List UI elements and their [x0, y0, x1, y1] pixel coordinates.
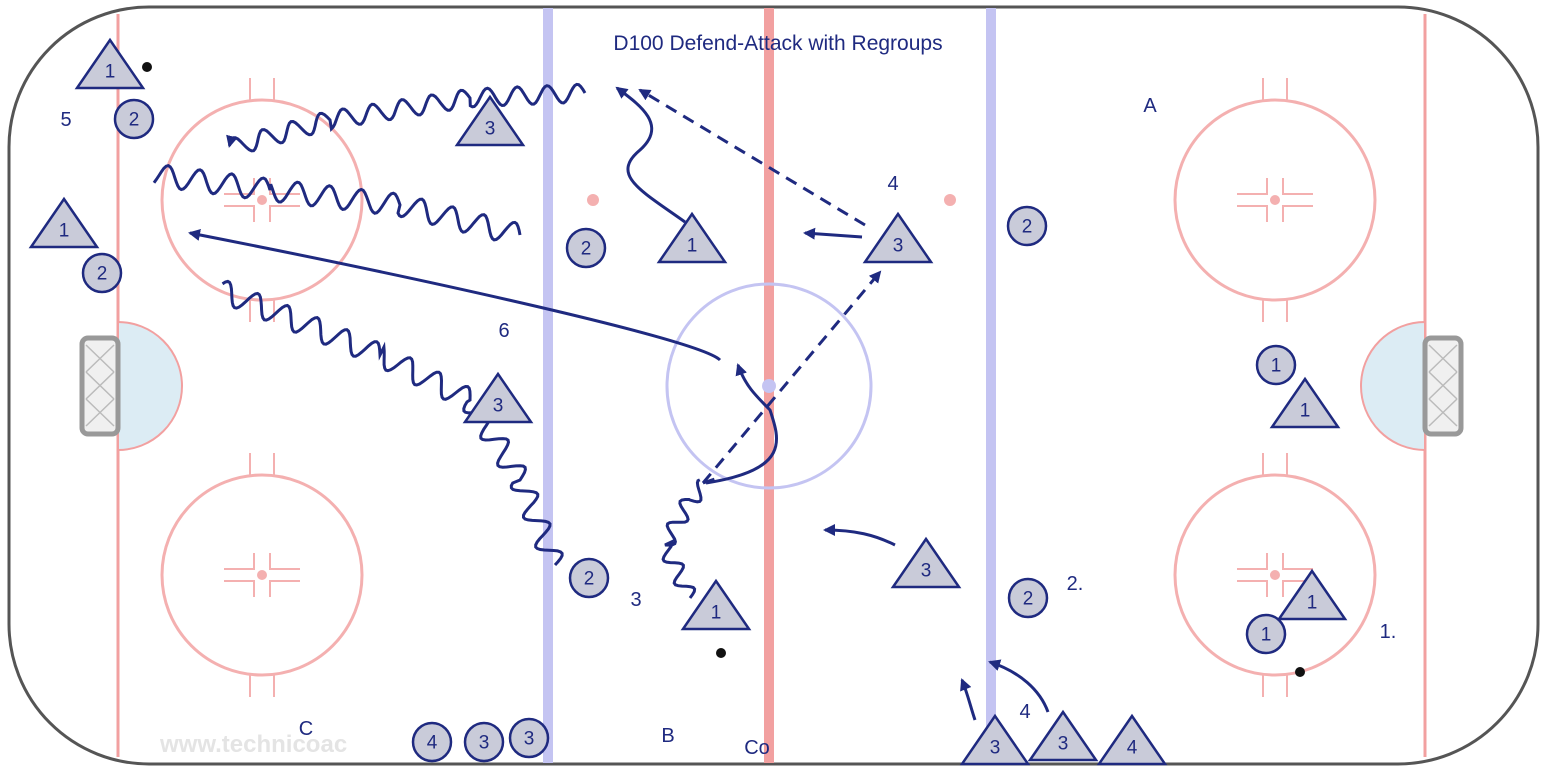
- step-number: 6: [498, 320, 509, 342]
- zone-label-co: Co: [744, 737, 770, 759]
- forward-marker: 1: [656, 211, 728, 264]
- puck: [1295, 667, 1305, 677]
- skate-arrow: [615, 86, 686, 224]
- forward-number: 3: [493, 396, 504, 417]
- blue-line-left: [543, 8, 553, 763]
- defense-number: 1: [1261, 625, 1272, 646]
- forward-marker: 3: [454, 94, 526, 147]
- forward-marker: 3: [462, 371, 534, 424]
- skate-arrow: [188, 229, 722, 362]
- skate-arrow: [803, 227, 863, 240]
- forward-number: 1: [711, 603, 722, 624]
- pass-arrow: [638, 88, 866, 227]
- faceoff-circle: [160, 453, 364, 697]
- center-dot: [762, 379, 776, 393]
- forward-marker: 1: [28, 196, 100, 249]
- skate-arrow: [823, 524, 896, 547]
- skate-arrow: [705, 363, 778, 485]
- forward-marker: 1: [1276, 568, 1348, 621]
- forward-marker: 3: [890, 536, 962, 589]
- defense-number: 1: [1271, 356, 1282, 377]
- defense-number: 2: [129, 110, 140, 131]
- puck-carry-path: [221, 279, 564, 567]
- defense-number: 3: [524, 729, 535, 750]
- step-number: 5: [60, 109, 71, 131]
- faceoff-circles: [160, 78, 1377, 697]
- defense-number: 2: [1023, 589, 1034, 610]
- puck-carry-lines: [152, 82, 703, 599]
- puck-carry-path: [226, 82, 587, 153]
- neutral-dot: [944, 194, 956, 206]
- defense-marker: 3: [463, 721, 505, 763]
- pass-lines: [638, 88, 882, 485]
- skate-arrow: [960, 678, 977, 721]
- defense-number: 2: [581, 239, 592, 260]
- defense-marker: 1: [1245, 613, 1287, 655]
- puck: [716, 648, 726, 658]
- forward-number: 3: [990, 738, 1001, 759]
- forward-marker: 1: [680, 578, 752, 631]
- goal-crease-right: [1360, 320, 1426, 452]
- net-left: [79, 335, 121, 437]
- forward-number: 4: [1127, 738, 1138, 759]
- faceoff-circle: [1173, 78, 1377, 322]
- skate-lines: [188, 86, 1050, 721]
- forward-number: 3: [485, 119, 496, 140]
- goal-crease-left: [117, 320, 183, 452]
- pass-arrow: [701, 270, 882, 484]
- step-number: 4: [1019, 701, 1030, 723]
- defense-marker: 4: [411, 721, 453, 763]
- puck-carry-path: [152, 163, 522, 242]
- defense-number: 2: [1022, 217, 1033, 238]
- forward-number: 1: [687, 236, 698, 257]
- defense-marker: 2: [81, 252, 123, 294]
- skate-arrow: [988, 659, 1050, 713]
- forward-marker: 3: [959, 713, 1031, 766]
- neutral-dot: [587, 194, 599, 206]
- defense-marker: 3: [508, 717, 550, 759]
- zone-label-b: B: [661, 725, 674, 747]
- pass-arrow: [702, 476, 719, 485]
- defense-number: 4: [427, 733, 438, 754]
- defense-marker: 2: [1006, 205, 1048, 247]
- defense-marker: 1: [1255, 344, 1297, 386]
- net-right: [1422, 335, 1464, 437]
- defense-marker: 2: [568, 557, 610, 599]
- forward-marker: 1: [1269, 376, 1341, 429]
- step-number: 2.: [1067, 573, 1084, 595]
- forward-number: 3: [1058, 734, 1069, 755]
- forward-marker: 1: [74, 37, 146, 90]
- diagram-title: D100 Defend-Attack with Regroups: [613, 32, 942, 55]
- step-number: 3: [630, 589, 641, 611]
- puck-carry-path: [661, 478, 703, 599]
- zone-label-c: C: [299, 718, 313, 740]
- forward-marker: 4: [1096, 713, 1168, 766]
- defense-marker: 2: [565, 227, 607, 269]
- forward-number: 1: [1300, 401, 1311, 422]
- forward-number: 3: [921, 561, 932, 582]
- forward-marker: 3: [862, 211, 934, 264]
- defense-number: 3: [479, 733, 490, 754]
- step-number: 1.: [1380, 621, 1397, 643]
- defense-marker: 2: [113, 98, 155, 140]
- watermark: www.technicoac: [159, 731, 347, 758]
- forward-number: 1: [59, 221, 70, 242]
- forward-number: 1: [1307, 593, 1318, 614]
- center-circle: [665, 282, 873, 490]
- forward-marker: 3: [1027, 709, 1099, 762]
- defense-number: 2: [97, 264, 108, 285]
- faceoff-circle: [1173, 453, 1377, 697]
- defense-number: 2: [584, 569, 595, 590]
- puck: [142, 62, 152, 72]
- defense-marker: 2: [1007, 577, 1049, 619]
- zone-label-a: A: [1143, 95, 1157, 117]
- blue-line-right: [986, 8, 996, 763]
- forward-number: 1: [105, 62, 116, 83]
- forward-number: 3: [893, 236, 904, 257]
- step-number: 4: [887, 173, 898, 195]
